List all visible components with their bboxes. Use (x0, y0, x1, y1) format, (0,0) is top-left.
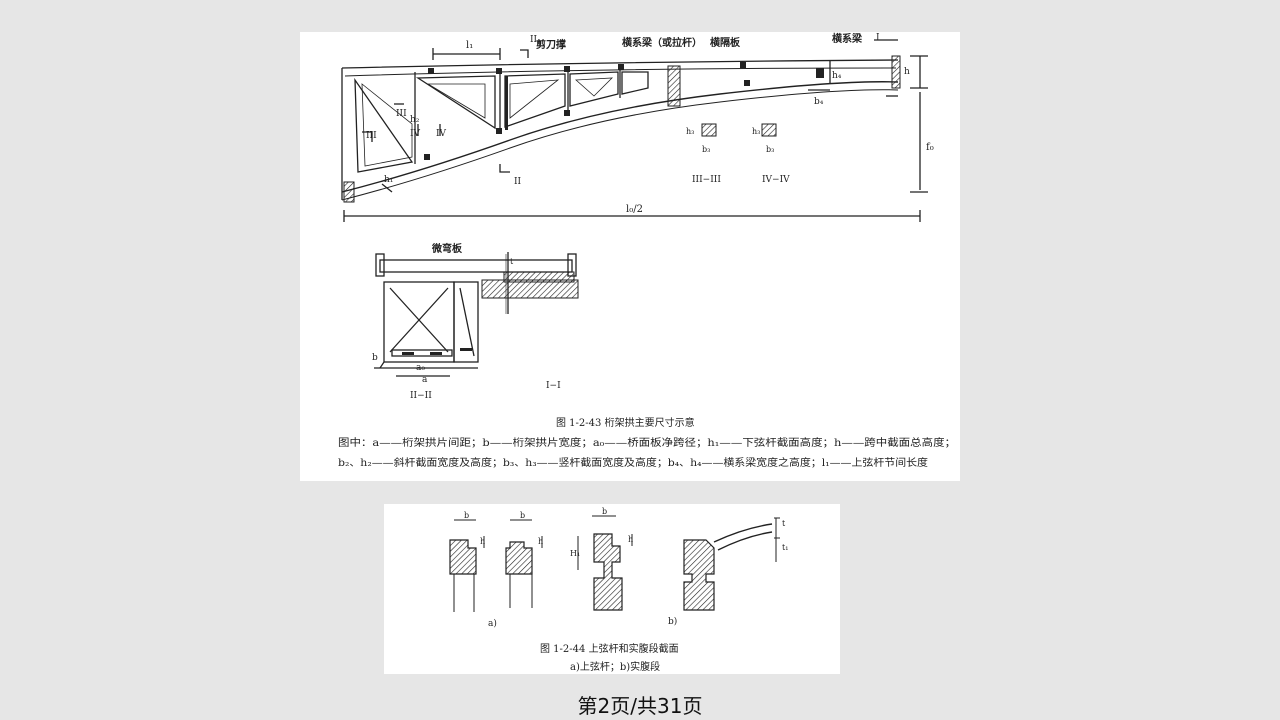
label-t: t (782, 519, 786, 528)
label-section-iv-iv: IV−IV (762, 175, 790, 185)
section-a-left (449, 539, 477, 575)
label-iv: IV (410, 129, 421, 139)
label-micro-curved-slab: 微弯板 (431, 242, 463, 255)
figure-1-caption: 图 1-2-43 桁架拱主要尺寸示意 (556, 416, 695, 429)
label-section-iii-iii: III−III (692, 175, 721, 185)
label-h3-right: h₃ (752, 127, 760, 136)
section-a-right (593, 533, 623, 611)
top-chord (341, 59, 899, 69)
label-a: a (422, 375, 428, 385)
label-section-i-top: I (876, 33, 880, 43)
label-iii-b: III (366, 131, 377, 141)
label-h-1: h (480, 537, 485, 546)
label-crossbeam-tie: 横系梁（或拉杆） (622, 36, 702, 49)
label-diaphragm: 横隔板 (710, 36, 741, 49)
label-b-2: b (520, 511, 525, 520)
label-iii: III (396, 109, 407, 119)
label-a0: a₀ (416, 363, 425, 373)
label-panel-a: a) (488, 618, 497, 629)
section-b-solid-web (683, 539, 715, 611)
figure-1-legend-line-2: b₂、h₂——斜杆截面宽度及高度；b₃、h₃——竖杆截面宽度及高度；b₄、h₄—… (338, 456, 928, 469)
abutment-block (343, 181, 355, 203)
label-f0: f₀ (926, 142, 934, 153)
truss-arch-diagram: l₁ II 剪刀撑 横系梁（或拉杆） 横隔板 横系梁 I h h₄ b₄ h₂ … (338, 32, 956, 469)
label-h2: h₂ (410, 115, 420, 125)
label-b-3: b (602, 507, 607, 516)
label-b3-right: b₃ (766, 145, 774, 154)
chord-section-diagram: b b b h h H₁ h t t₁ a) b) 图 1-2-44 上弦杆和实… (449, 507, 788, 673)
label-h-3: h (628, 535, 633, 544)
label-l0-half: l₀/2 (626, 204, 643, 215)
label-h4: h₄ (832, 71, 842, 81)
page-indicator: 第2页/共31页 (577, 694, 703, 718)
label-b3-left: b₃ (702, 145, 710, 154)
label-b4: b₄ (814, 97, 824, 107)
label-h: h (904, 67, 910, 77)
label-iv-b: IV (436, 129, 447, 139)
label-section-i-i: I−I (546, 381, 561, 391)
label-section-ii-top: II (530, 35, 538, 45)
label-t1: t₁ (782, 543, 788, 552)
label-H1: H₁ (570, 549, 580, 558)
label-h-2: h (538, 537, 543, 546)
figure-2-scan: b b b h h H₁ h t t₁ a) b) 图 1-2-44 上弦杆和实… (384, 504, 840, 674)
label-h1: h₁ (384, 175, 393, 185)
label-t: t (510, 257, 514, 266)
label-panel-b: b) (668, 616, 677, 627)
diaphragm-plate (667, 65, 681, 107)
label-b: b (372, 353, 378, 363)
figure-1-legend-line-1: 图中：a——桁架拱片间距；b——桁架拱片宽度；a₀——桥面板净跨径；h₁——下弦… (338, 436, 956, 449)
label-b-1: b (464, 511, 469, 520)
section-a-middle (505, 541, 533, 575)
label-h3-left: h₃ (686, 127, 694, 136)
label-section-ii-bottom: II (514, 177, 522, 187)
figure-1-scan: l₁ II 剪刀撑 横系梁（或拉杆） 横隔板 横系梁 I h h₄ b₄ h₂ … (300, 32, 960, 481)
label-crossbeam: 横系梁 (832, 32, 863, 45)
label-l1: l₁ (466, 40, 473, 51)
label-section-ii-ii: II−II (410, 391, 432, 401)
label-scissor-brace: 剪刀撑 (536, 38, 566, 51)
figure-2-subcaption: a)上弦杆；b)实腹段 (570, 660, 660, 673)
cast-in-place-deck (481, 279, 579, 299)
figure-2-caption: 图 1-2-44 上弦杆和实腹段截面 (540, 642, 679, 655)
bottom-chord (341, 81, 899, 193)
